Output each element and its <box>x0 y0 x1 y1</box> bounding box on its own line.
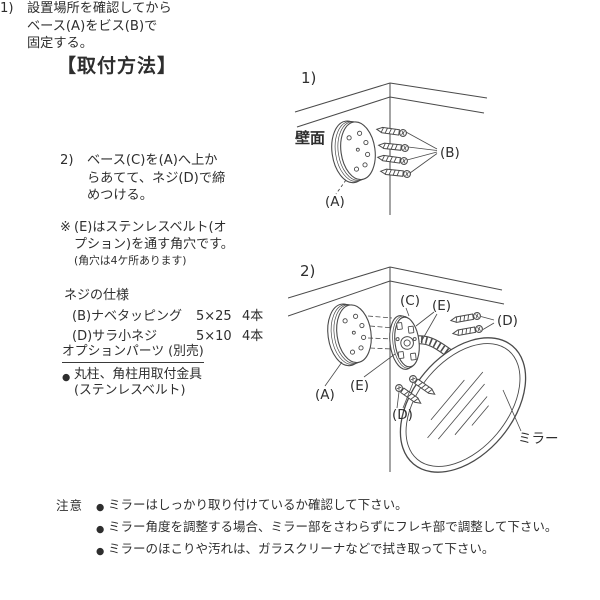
asterisk-note-text: (E)はステンレスベルト(オ プション)を通す角穴です。 (角穴は4ケ所あります… <box>74 219 234 268</box>
caution-items: ● ミラーはしっかり取り付けているか確認して下さい。 ● ミラー角度を調整する場… <box>96 495 557 561</box>
label-part-a: (A) <box>325 194 345 210</box>
base-plate-a-icon <box>327 117 380 186</box>
screws-d-top-icon <box>449 311 484 338</box>
screw-spec-row-b: (B)ナベタッピング 5×25 4本 <box>64 307 263 327</box>
option-parts: オプションパーツ (別売) ● 丸柱、角柱用取付金具 (ステンレスベルト) <box>62 344 204 400</box>
asterisk-note: ※ (E)はステンレスベルト(オ プション)を通す角穴です。 (角穴は4ケ所あり… <box>60 219 234 268</box>
screw-d-name: (D)サラ小ネジ <box>72 329 158 344</box>
asterisk-marker: ※ <box>60 220 71 235</box>
option-parts-item: ● 丸柱、角柱用取付金具 (ステンレスベルト) <box>62 367 204 400</box>
option-item-line-1: 丸柱、角柱用取付金具 <box>74 366 202 382</box>
base-plate-a-icon <box>323 300 376 369</box>
figure-1-wall-base-diagram: 1) 壁面 (B) (A) <box>294 69 488 215</box>
label-part-e-top: (E) <box>432 298 451 314</box>
step-2-line-1: ベース(C)を(A)へ上か <box>87 153 218 168</box>
option-parts-heading: オプションパーツ (別売) <box>62 344 204 363</box>
figure-1-number: 1) <box>301 69 316 87</box>
step-2-text: ベース(C)を(A)へ上か らあてて、ネジ(D)で締 めつける。 <box>87 152 225 205</box>
caution-item-text-1: ミラーはしっかり取り付けているか確認して下さい。 <box>108 497 408 512</box>
figure-2-number: 2) <box>300 262 315 280</box>
label-part-d-bottom: (D) <box>392 407 413 423</box>
step-2-line-3: めつける。 <box>87 188 153 203</box>
alignment-dash-lines <box>367 315 395 350</box>
pointer-line-a <box>335 179 347 195</box>
note-line-2: プション)を通す角穴です。 <box>74 237 234 252</box>
step-1-line-3: 固定する。 <box>27 36 93 51</box>
caution-label: 注意 <box>56 498 84 513</box>
step-1-text: 設置場所を確認してから ベース(A)をビス(B)で 固定する。 <box>27 0 172 53</box>
label-part-a: (A) <box>315 387 335 403</box>
screw-b-size: 5×25 <box>196 309 232 324</box>
step-2: 2) ベース(C)を(A)へ上か らあてて、ネジ(D)で締 めつける。 <box>60 152 225 205</box>
option-item-line-2: (ステンレスベルト) <box>74 383 186 398</box>
label-part-d-top: (D) <box>497 313 518 329</box>
note-line-1: (E)はステンレスベルト(オ <box>74 220 227 235</box>
step-1: 1) 設置場所を確認してから ベース(A)をビス(B)で 固定する。 <box>0 0 172 53</box>
figure-2-mirror-assembly-diagram: 2) <box>288 262 559 473</box>
step-1-number: 1) <box>0 1 14 16</box>
bullet-icon: ● <box>96 502 105 513</box>
screw-d-qty: 4本 <box>242 329 264 344</box>
label-part-c: (C) <box>400 293 420 309</box>
bullet-icon: ● <box>62 371 71 383</box>
bullet-icon: ● <box>96 546 105 557</box>
label-mirror: ミラー <box>518 431 559 447</box>
screw-b-name: (B)ナベタッピング <box>72 309 183 324</box>
caution-item-text-3: ミラーのほこりや汚れは、ガラスクリーナなどで拭き取って下さい。 <box>108 541 495 556</box>
screw-d-size: 5×10 <box>196 329 232 344</box>
caution-item-text-2: ミラー角度を調整する場合、ミラー部をさわらずにフレキ部で調整して下さい。 <box>108 519 558 534</box>
step-2-line-2: らあてて、ネジ(D)で締 <box>87 170 226 186</box>
step-1-line-2: ベース(A)をビス(B)で <box>27 18 158 34</box>
step-1-line-1: 設置場所を確認してから <box>27 1 172 16</box>
pointer-lines-b <box>405 131 438 174</box>
caution-section: 注意 ● ミラーはしっかり取り付けているか確認して下さい。 ● ミラー角度を調整… <box>56 495 557 561</box>
page-title: 【取付方法】 <box>57 55 178 77</box>
bullet-icon: ● <box>96 524 105 535</box>
screw-spec-heading: ネジの仕様 <box>64 288 130 303</box>
screw-spec: ネジの仕様 (B)ナベタッピング 5×25 4本 (D)サラ小ネジ 5×10 4… <box>64 284 263 347</box>
wall-corner-lines <box>288 266 505 472</box>
caution-item: ● ミラーはしっかり取り付けているか確認して下さい。 <box>96 495 557 517</box>
screw-b-qty: 4本 <box>242 309 264 324</box>
screw-spec-row-d: (D)サラ小ネジ 5×10 4本 <box>64 327 263 347</box>
pointer-lines <box>324 307 522 432</box>
option-item-text: 丸柱、角柱用取付金具 (ステンレスベルト) <box>74 367 202 400</box>
caution-item: ● ミラー角度を調整する場合、ミラー部をさわらずにフレキ部で調整して下さい。 <box>96 517 557 539</box>
wall-surface-label: 壁面 <box>295 129 325 147</box>
screws-b-icon <box>375 125 412 179</box>
mirror-reflection-lines <box>427 371 489 440</box>
base-plate-c-icon <box>386 313 423 372</box>
mirror-icon <box>399 337 527 473</box>
label-part-e-bottom: (E) <box>350 378 369 394</box>
label-part-b: (B) <box>440 145 460 161</box>
step-2-number: 2) <box>60 153 74 168</box>
note-sub-line: (角穴は4ケ所あります) <box>74 254 187 267</box>
caution-item: ● ミラーのほこりや汚れは、ガラスクリーナなどで拭き取って下さい。 <box>96 539 557 561</box>
